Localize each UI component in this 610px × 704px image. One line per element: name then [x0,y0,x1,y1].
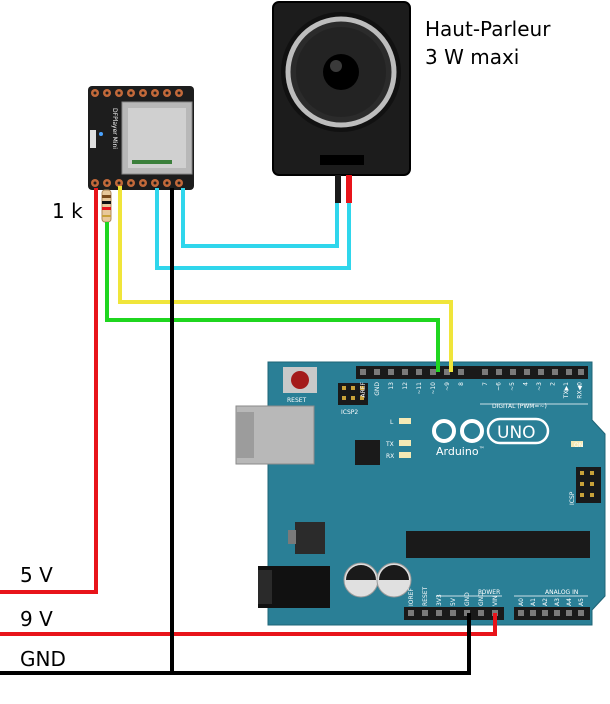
power-pin-label-2: 3V3 [436,594,443,606]
wire-yellow [118,186,453,372]
digital-pin-label-9: ~6 [496,382,503,391]
power-pin-label-3: 5V [450,597,457,606]
speaker-label-line2: 3 W maxi [425,45,519,69]
power-pin-label-1: RESET [422,586,429,606]
wires [0,186,497,675]
resistor-label: 1 k [52,199,83,223]
digital-pin-label-1: GND [374,382,381,396]
wire-5v [0,188,98,594]
dfplayer-module: DFPlayer Mini [88,86,194,190]
speaker [272,1,411,203]
power-pin-label-6: VIN [492,596,499,606]
digital-pin-label-6: ~9 [444,382,451,391]
arduino-board [235,361,606,626]
arduino-logo-icon [432,419,484,443]
analog-pin-label-0: A0 [518,598,525,606]
digital-pin-labels: AREF GND 13 12 ~11 ~10 ~9 8 7 ~6 ~5 4 ~3 2 TX▶1 RX◀0 [360,381,584,399]
wire-green [105,222,440,372]
analog-pin-label-2: A2 [542,598,549,606]
digital-pin-label-15: RX◀0 [577,382,584,399]
dfplayer-label: DFPlayer Mini [111,108,118,149]
label-9v: 9 V [20,607,53,631]
power-pin-label-5: GND [478,592,485,606]
digital-pin-label-11: 4 [523,382,530,386]
digital-pin-label-13: 2 [550,382,557,386]
label-gnd: GND [20,647,66,671]
analog-pin-label-5: A5 [578,598,585,606]
analog-pin-labels: A0 A1 A2 A3 A4 A5 [518,598,585,606]
digital-pin-label-5: ~10 [430,382,437,395]
led-tx-label: TX [385,441,394,448]
digital-pin-label-2: 13 [388,382,395,390]
digital-pin-label-0: AREF [360,381,367,397]
wire-9v [0,613,497,636]
on-label: ON [574,442,583,449]
digital-pin-label-10: ~5 [509,382,516,391]
power-pin-labels: IOREF RESET 3V3 5V GND GND VIN [408,586,499,606]
digital-pin-label-8: 7 [482,382,489,386]
arduino-model: UNO [497,423,536,443]
analog-pin-label-3: A3 [554,598,561,606]
icsp-label: ICSP [569,491,576,505]
icsp2-label: ICSP2 [341,409,358,416]
label-5v: 5 V [20,563,53,587]
digital-pin-label-14: TX▶1 [563,382,570,399]
digital-pin-label-12: ~3 [536,382,543,391]
digital-pin-label-7: 8 [458,382,465,386]
analog-pin-label-4: A4 [566,598,573,606]
analog-pin-label-1: A1 [530,598,537,606]
arduino-brand: Arduino™ [436,445,485,458]
speaker-label-line1: Haut-Parleur [425,17,551,41]
digital-pin-label-3: 12 [402,382,409,390]
wire-speaker-1 [181,188,339,248]
led-rx-label: RX [386,453,394,460]
wire-gnd [0,613,471,675]
power-pin-label-4: GND [464,592,471,606]
power-label: POWER [478,589,500,596]
wire-speaker-2 [155,188,351,270]
digital-pin-label-4: ~11 [416,382,423,395]
analog-label: ANALOG IN [545,589,578,596]
power-pin-label-0: IOREF [408,588,415,606]
resistor [101,189,112,223]
digital-label: DIGITAL (PWM=~) [492,403,547,410]
led-l-label: L [390,419,394,426]
reset-label: RESET [287,397,307,404]
